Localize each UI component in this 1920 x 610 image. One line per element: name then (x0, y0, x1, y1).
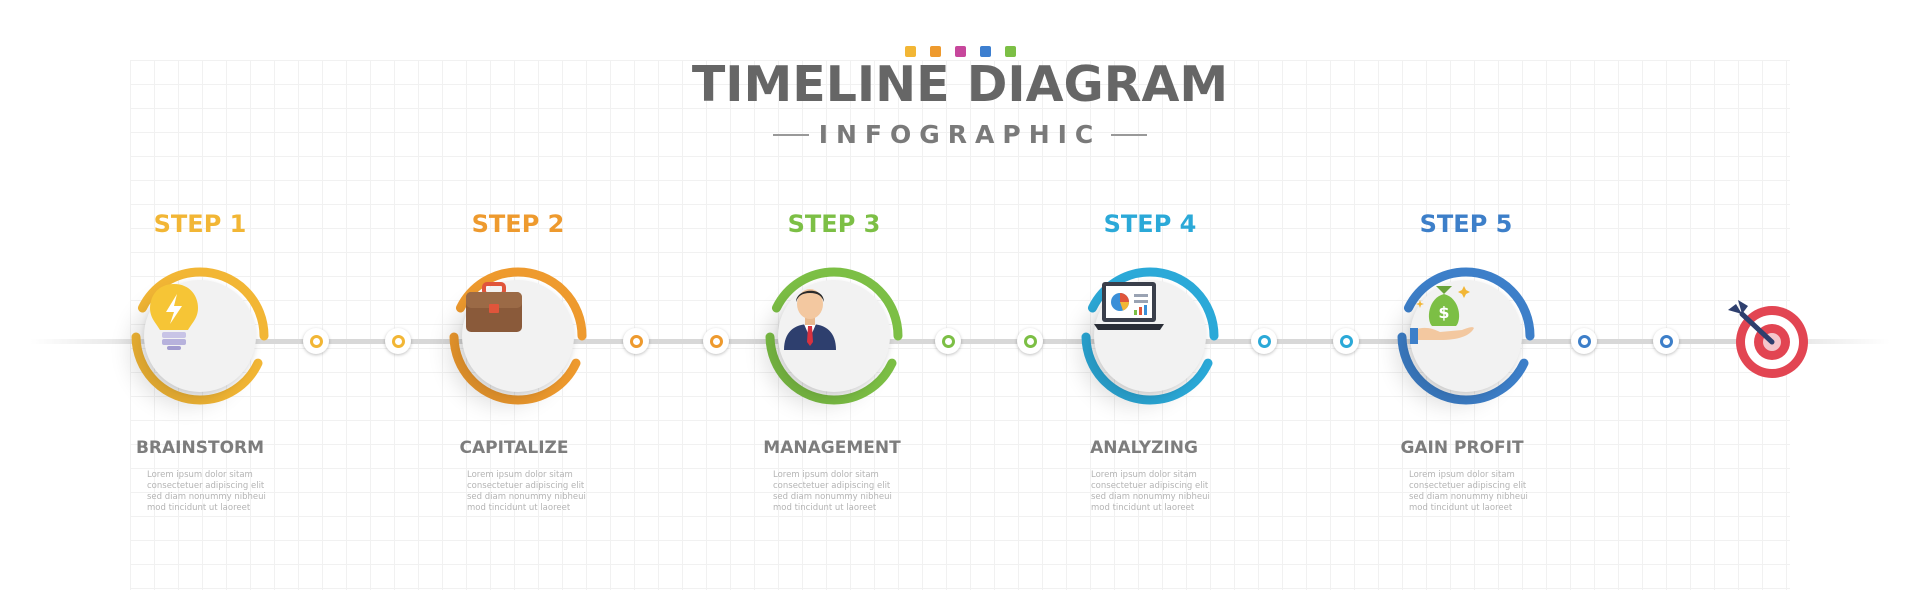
color-dots (0, 46, 1920, 57)
step-label: STEP 3 (787, 210, 881, 238)
timeline-connector (703, 328, 729, 354)
page-title: TIMELINE DIAGRAM (691, 56, 1229, 113)
step-ring (765, 267, 903, 405)
step-circle (126, 262, 274, 410)
step-name: ANALYZING (1090, 438, 1198, 458)
connector-ring (629, 334, 643, 348)
page-subtitle: INFOGRAPHIC (818, 120, 1102, 149)
step-name: CAPITALIZE (459, 438, 569, 458)
connector-ring (309, 334, 323, 348)
color-dot (904, 46, 916, 57)
businessman-icon (784, 289, 836, 350)
step-name: GAIN PROFIT (1400, 438, 1524, 458)
money-bag-hand-icon: $ (1410, 286, 1474, 344)
connector-ring (709, 334, 723, 348)
lightbulb-icon (150, 284, 198, 350)
step-circle: $ (1392, 262, 1540, 410)
connector-ring (1257, 334, 1271, 348)
timeline-connector (1571, 328, 1597, 354)
connector-ring (941, 334, 955, 348)
connector-ring (1339, 334, 1353, 348)
connector-ring (1023, 334, 1037, 348)
timeline-connector (385, 328, 411, 354)
subtitle-rule-right (1111, 133, 1148, 136)
step-disc (778, 280, 890, 392)
color-dot (979, 46, 991, 57)
subtitle-rule-left (772, 133, 809, 136)
step-ring (131, 267, 269, 405)
color-dot (929, 46, 941, 57)
target-dart-icon (1722, 296, 1812, 386)
step-label: STEP 5 (1419, 210, 1513, 238)
timeline-connector (1653, 328, 1679, 354)
connector-ring (1577, 334, 1591, 348)
color-dot (1004, 46, 1016, 57)
connector-ring (1659, 334, 1673, 348)
step-name: BRAINSTORM (135, 438, 265, 458)
timeline-connector (623, 328, 649, 354)
step-circle (1076, 262, 1224, 410)
timeline-connector (935, 328, 961, 354)
step-description: Lorem ipsum dolor sitam consectetuer adi… (467, 470, 586, 513)
step-description: Lorem ipsum dolor sitam consectetuer adi… (147, 470, 266, 513)
timeline-connector (303, 328, 329, 354)
timeline-connector (1333, 328, 1359, 354)
step-name: MANAGEMENT (763, 438, 901, 458)
color-dot (954, 46, 966, 57)
step-label: STEP 4 (1103, 210, 1197, 238)
laptop-chart-icon (1094, 282, 1164, 330)
briefcase-icon (466, 282, 522, 332)
step-ring (449, 267, 587, 405)
step-ring (1397, 267, 1535, 405)
step-label: STEP 2 (471, 210, 565, 238)
step-circle (760, 262, 908, 410)
step-ring (1081, 267, 1219, 405)
step-circle (444, 262, 592, 410)
step-description: Lorem ipsum dolor sitam consectetuer adi… (1091, 470, 1210, 513)
step-disc (144, 280, 256, 392)
step-disc (1094, 280, 1206, 392)
timeline-connector (1017, 328, 1043, 354)
step-disc (462, 280, 574, 392)
step-description: Lorem ipsum dolor sitam consectetuer adi… (1409, 470, 1528, 513)
step-label: STEP 1 (153, 210, 247, 238)
svg-text:$: $ (1438, 303, 1449, 322)
step-disc: $ (1410, 280, 1522, 392)
subtitle-row: INFOGRAPHIC (0, 120, 1920, 149)
timeline-connector (1251, 328, 1277, 354)
step-description: Lorem ipsum dolor sitam consectetuer adi… (773, 470, 892, 513)
connector-ring (391, 334, 405, 348)
